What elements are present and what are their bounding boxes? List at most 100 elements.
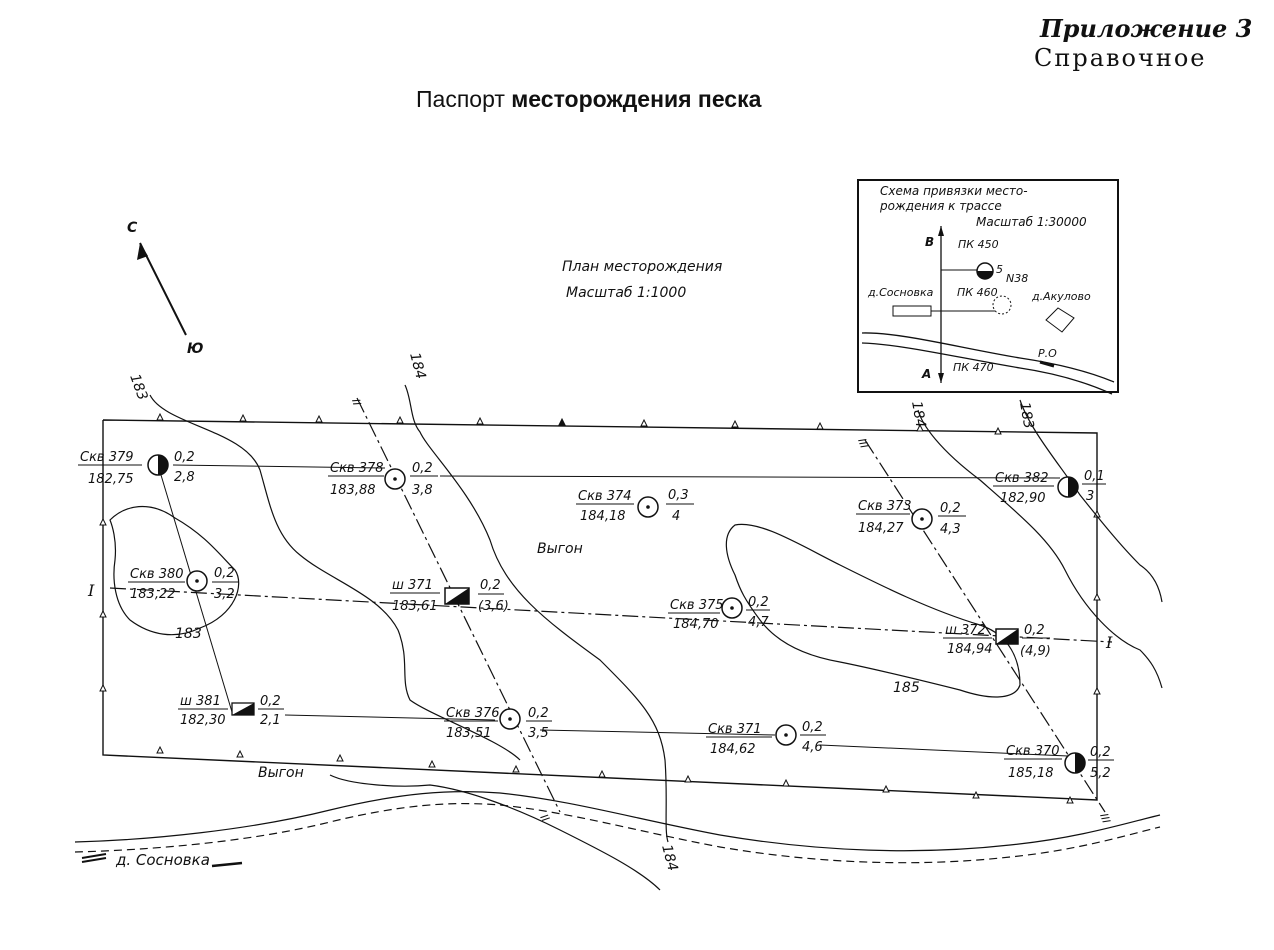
well-bottom: 3,8 xyxy=(412,483,433,498)
inset-pk450: ПК 450 xyxy=(958,238,999,251)
well-name: ш 371 xyxy=(392,578,433,593)
well-top: 0,2 xyxy=(940,501,961,516)
pasture-label-center: Выгон xyxy=(537,541,583,557)
section-mark-III-top: III xyxy=(855,437,871,451)
well-elev: 182,30 xyxy=(180,713,226,728)
well-elev: 182,90 xyxy=(1000,491,1046,506)
well-top: 0,2 xyxy=(260,694,281,709)
inset-pk460: ПК 460 xyxy=(957,286,998,299)
well-top: 0,2 xyxy=(528,706,549,721)
well-top: 0,2 xyxy=(1090,745,1111,760)
well-name: Скв 376 xyxy=(446,706,500,721)
well-top: 0,2 xyxy=(412,461,433,476)
well-top: 0,2 xyxy=(174,450,195,465)
well-top: 0,2 xyxy=(748,595,769,610)
well-elev: 184,70 xyxy=(673,617,719,632)
pit-371: ш 371 183,61 0,2 (3,6) xyxy=(390,578,509,614)
inset-dir-south: А xyxy=(921,367,931,381)
well-elev: 184,27 xyxy=(858,521,904,536)
well-bottom: 3,2 xyxy=(214,587,235,602)
well-elev: 184,18 xyxy=(580,509,626,524)
well-bottom: 4,7 xyxy=(748,615,769,630)
contour-label-183-right: 183 xyxy=(1016,401,1036,430)
well-name: Скв 373 xyxy=(858,499,912,514)
section-mark-I-left: I xyxy=(87,581,95,600)
contour-label-183-left: 183 xyxy=(175,626,202,642)
well-373: Скв 373 184,27 0,2 4,3 xyxy=(856,499,966,537)
well-name: ш 372 xyxy=(945,623,986,638)
well-top: 0,2 xyxy=(1024,623,1045,638)
well-375: Скв 375 184,70 0,2 4,7 xyxy=(668,595,770,632)
section-lines xyxy=(109,397,1113,813)
well-bottom: 2,8 xyxy=(174,470,195,485)
well-bottom: 3 xyxy=(1086,489,1094,504)
section-mark-III-bottom: III xyxy=(1097,812,1113,826)
well-elev: 185,18 xyxy=(1008,766,1054,781)
inset-deposit-code: N38 xyxy=(1006,272,1028,285)
pit-372: ш 372 184,94 0,2 (4,9) xyxy=(943,623,1051,659)
well-bottom: 5,2 xyxy=(1090,766,1111,781)
inset-river: Р.О xyxy=(1038,347,1057,360)
inset-village-right: д.Акулово xyxy=(1031,290,1091,303)
well-371: Скв 371 184,62 0,2 4,6 xyxy=(706,720,826,757)
title-plain: Паспорт xyxy=(416,86,505,112)
plan-title: План месторождения xyxy=(562,259,722,275)
well-374: Скв 374 184,18 0,3 4 xyxy=(576,488,694,524)
inset-deposit-number: 5 xyxy=(996,263,1003,276)
well-elev: 182,75 xyxy=(88,472,134,487)
well-name: ш 381 xyxy=(180,694,221,709)
appendix-note: Справочное xyxy=(1034,44,1207,72)
pit-381: ш 381 182,30 0,2 2,1 xyxy=(178,694,284,728)
plan-scale: Масштаб 1:1000 xyxy=(566,285,686,301)
inset-village-left: д.Сосновка xyxy=(867,286,934,299)
well-bottom: 4,6 xyxy=(802,740,823,755)
well-bottom: 2,1 xyxy=(260,713,281,728)
well-376: Скв 376 183,51 0,2 3,5 xyxy=(444,706,552,741)
well-bottom: 3,5 xyxy=(528,726,549,741)
well-name: Скв 382 xyxy=(995,471,1049,486)
south-label: Ю xyxy=(187,341,203,357)
village-label-bottom: д. Сосновка xyxy=(115,851,210,869)
river xyxy=(74,790,1161,864)
well-378: Скв 378 183,88 0,2 3,8 xyxy=(328,461,438,498)
contour-lines xyxy=(109,384,1163,891)
north-label: С xyxy=(127,220,138,236)
well-elev: 184,62 xyxy=(710,742,756,757)
inset-scale: Масштаб 1:30000 xyxy=(976,215,1087,229)
contour-label-184-top: 184 xyxy=(406,351,428,381)
well-top: 0,1 xyxy=(1084,469,1105,484)
well-elev: 183,22 xyxy=(130,587,176,602)
page-title: Паспорт месторождения песка xyxy=(416,86,761,113)
well-name: Скв 375 xyxy=(670,598,724,613)
section-mark-II-top: II xyxy=(349,397,363,407)
well-bottom: 4,3 xyxy=(940,522,961,537)
well-elev: 183,51 xyxy=(446,726,492,741)
well-name: Скв 380 xyxy=(130,567,184,582)
well-name: Скв 379 xyxy=(80,450,134,465)
contour-label-185: 185 xyxy=(893,680,920,696)
well-lines xyxy=(157,464,1069,757)
well-name: Скв 374 xyxy=(578,489,632,504)
contour-label-183-top: 183 xyxy=(126,372,150,403)
well-elev: 184,94 xyxy=(947,642,993,657)
well-370: Скв 370 185,18 0,2 5,2 xyxy=(1004,744,1114,781)
pasture-label-bottom: Выгон xyxy=(258,765,304,781)
well-elev: 183,61 xyxy=(392,599,438,614)
well-top: 0,2 xyxy=(802,720,823,735)
well-382: Скв 382 182,90 0,1 3 xyxy=(993,469,1106,506)
well-top: 0,2 xyxy=(214,566,235,581)
deposit-boundary xyxy=(99,412,1101,804)
appendix-label: Приложение 3 xyxy=(1040,14,1253,43)
section-mark-I-right: I xyxy=(1105,633,1113,652)
north-arrow: С Ю xyxy=(127,220,203,357)
well-bottom: (3,6) xyxy=(478,599,509,614)
well-name: Скв 378 xyxy=(330,461,384,476)
inset-dir-north: В xyxy=(925,235,934,249)
well-380: Скв 380 183,22 0,2 3,2 xyxy=(128,566,238,602)
inset-title-2: рождения к трассе xyxy=(879,199,1002,213)
well-name: Скв 370 xyxy=(1006,744,1060,759)
inset-scheme: Схема привязки место- рождения к трассе … xyxy=(857,179,1119,395)
well-top: 0,3 xyxy=(668,488,689,503)
well-bottom: (4,9) xyxy=(1020,644,1051,659)
